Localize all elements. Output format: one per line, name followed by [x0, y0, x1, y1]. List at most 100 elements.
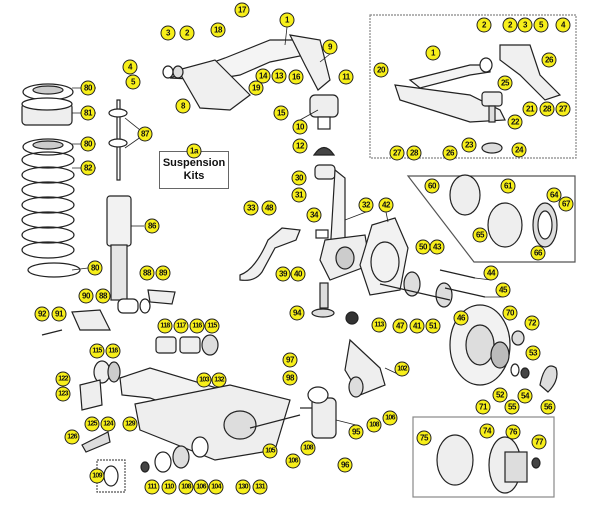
part-callout-23[interactable]: 23: [461, 137, 477, 153]
part-callout-108c[interactable]: 108: [366, 417, 382, 433]
part-callout-129[interactable]: 129: [122, 416, 138, 432]
part-callout-61[interactable]: 61: [500, 178, 516, 194]
part-callout-41[interactable]: 41: [409, 318, 425, 334]
part-callout-12[interactable]: 12: [292, 138, 308, 154]
part-callout-86[interactable]: 86: [144, 218, 160, 234]
part-callout-10[interactable]: 10: [292, 119, 308, 135]
part-callout-92[interactable]: 92: [34, 306, 50, 322]
part-callout-132[interactable]: 132: [211, 372, 227, 388]
part-callout-77[interactable]: 77: [531, 434, 547, 450]
part-callout-65[interactable]: 65: [472, 227, 488, 243]
part-callout-126[interactable]: 126: [64, 429, 80, 445]
part-callout-124[interactable]: 124: [100, 416, 116, 432]
part-callout-5r[interactable]: 5: [533, 17, 549, 33]
part-callout-130[interactable]: 130: [235, 479, 251, 495]
part-callout-109[interactable]: 109: [89, 468, 105, 484]
part-callout-11[interactable]: 11: [338, 69, 354, 85]
part-callout-34[interactable]: 34: [306, 207, 322, 223]
part-callout-56[interactable]: 56: [540, 399, 556, 415]
part-callout-8[interactable]: 8: [175, 98, 191, 114]
part-callout-3[interactable]: 3: [160, 25, 176, 41]
part-callout-53[interactable]: 53: [525, 345, 541, 361]
part-callout-70[interactable]: 70: [502, 305, 518, 321]
part-callout-55[interactable]: 55: [504, 399, 520, 415]
part-callout-103[interactable]: 103: [196, 372, 212, 388]
part-callout-21[interactable]: 21: [522, 101, 538, 117]
part-callout-125[interactable]: 125: [84, 416, 100, 432]
part-callout-45[interactable]: 45: [495, 282, 511, 298]
part-callout-108a[interactable]: 108: [178, 479, 194, 495]
part-callout-123[interactable]: 123: [55, 386, 71, 402]
part-callout-27a[interactable]: 27: [555, 101, 571, 117]
part-callout-46[interactable]: 46: [453, 310, 469, 326]
part-callout-28b[interactable]: 28: [406, 145, 422, 161]
part-callout-39[interactable]: 39: [275, 266, 291, 282]
part-callout-106b[interactable]: 106: [285, 453, 301, 469]
part-callout-1[interactable]: 1: [279, 12, 295, 28]
part-callout-90[interactable]: 90: [78, 288, 94, 304]
part-callout-98[interactable]: 98: [282, 370, 298, 386]
part-callout-88b[interactable]: 88: [95, 288, 111, 304]
part-callout-75[interactable]: 75: [416, 430, 432, 446]
part-callout-117[interactable]: 117: [173, 318, 189, 334]
part-callout-40[interactable]: 40: [290, 266, 306, 282]
part-callout-80a[interactable]: 80: [80, 80, 96, 96]
part-callout-76[interactable]: 76: [505, 424, 521, 440]
part-callout-44[interactable]: 44: [483, 265, 499, 281]
part-callout-95[interactable]: 95: [348, 424, 364, 440]
part-callout-106a[interactable]: 106: [193, 479, 209, 495]
part-callout-33[interactable]: 33: [243, 200, 259, 216]
part-callout-25[interactable]: 25: [497, 75, 513, 91]
part-callout-50[interactable]: 50: [415, 239, 431, 255]
part-callout-27b[interactable]: 27: [389, 145, 405, 161]
part-callout-5[interactable]: 5: [125, 74, 141, 90]
part-callout-32[interactable]: 32: [358, 197, 374, 213]
part-callout-2r1[interactable]: 2: [476, 17, 492, 33]
part-callout-30[interactable]: 30: [291, 170, 307, 186]
part-callout-106c[interactable]: 106: [382, 410, 398, 426]
part-callout-72[interactable]: 72: [524, 315, 540, 331]
part-callout-131[interactable]: 131: [252, 479, 268, 495]
part-callout-80b[interactable]: 80: [80, 136, 96, 152]
part-callout-14[interactable]: 14: [255, 68, 271, 84]
part-callout-116a[interactable]: 116: [189, 318, 205, 334]
part-callout-67[interactable]: 67: [558, 196, 574, 212]
part-callout-60[interactable]: 60: [424, 178, 440, 194]
part-callout-52[interactable]: 52: [492, 387, 508, 403]
part-callout-104[interactable]: 104: [208, 479, 224, 495]
part-callout-42[interactable]: 42: [378, 197, 394, 213]
part-callout-97[interactable]: 97: [282, 352, 298, 368]
part-callout-64[interactable]: 64: [546, 187, 562, 203]
part-callout-94[interactable]: 94: [289, 305, 305, 321]
part-callout-19[interactable]: 19: [248, 80, 264, 96]
part-callout-31[interactable]: 31: [291, 187, 307, 203]
part-callout-88a[interactable]: 88: [139, 265, 155, 281]
part-callout-115a[interactable]: 115: [204, 318, 220, 334]
part-callout-80c[interactable]: 80: [87, 260, 103, 276]
part-callout-102[interactable]: 102: [394, 361, 410, 377]
part-callout-2r2[interactable]: 2: [502, 17, 518, 33]
part-callout-87[interactable]: 87: [137, 126, 153, 142]
part-callout-1a[interactable]: 1a: [186, 143, 202, 159]
part-callout-113[interactable]: 113: [371, 317, 387, 333]
part-callout-51[interactable]: 51: [425, 318, 441, 334]
part-callout-24[interactable]: 24: [511, 142, 527, 158]
part-callout-15[interactable]: 15: [273, 105, 289, 121]
part-callout-122[interactable]: 122: [55, 371, 71, 387]
part-callout-1r[interactable]: 1: [425, 45, 441, 61]
part-callout-110[interactable]: 110: [161, 479, 177, 495]
part-callout-108b[interactable]: 108: [300, 440, 316, 456]
part-callout-96[interactable]: 96: [337, 457, 353, 473]
part-callout-3r[interactable]: 3: [517, 17, 533, 33]
part-callout-118[interactable]: 118: [157, 318, 173, 334]
part-callout-82[interactable]: 82: [80, 160, 96, 176]
part-callout-20[interactable]: 20: [373, 62, 389, 78]
part-callout-4[interactable]: 4: [122, 59, 138, 75]
part-callout-28a[interactable]: 28: [539, 101, 555, 117]
part-callout-54[interactable]: 54: [517, 388, 533, 404]
part-callout-89[interactable]: 89: [155, 265, 171, 281]
part-callout-13[interactable]: 13: [271, 68, 287, 84]
part-callout-66[interactable]: 66: [530, 245, 546, 261]
part-callout-2[interactable]: 2: [179, 25, 195, 41]
part-callout-91[interactable]: 91: [51, 306, 67, 322]
